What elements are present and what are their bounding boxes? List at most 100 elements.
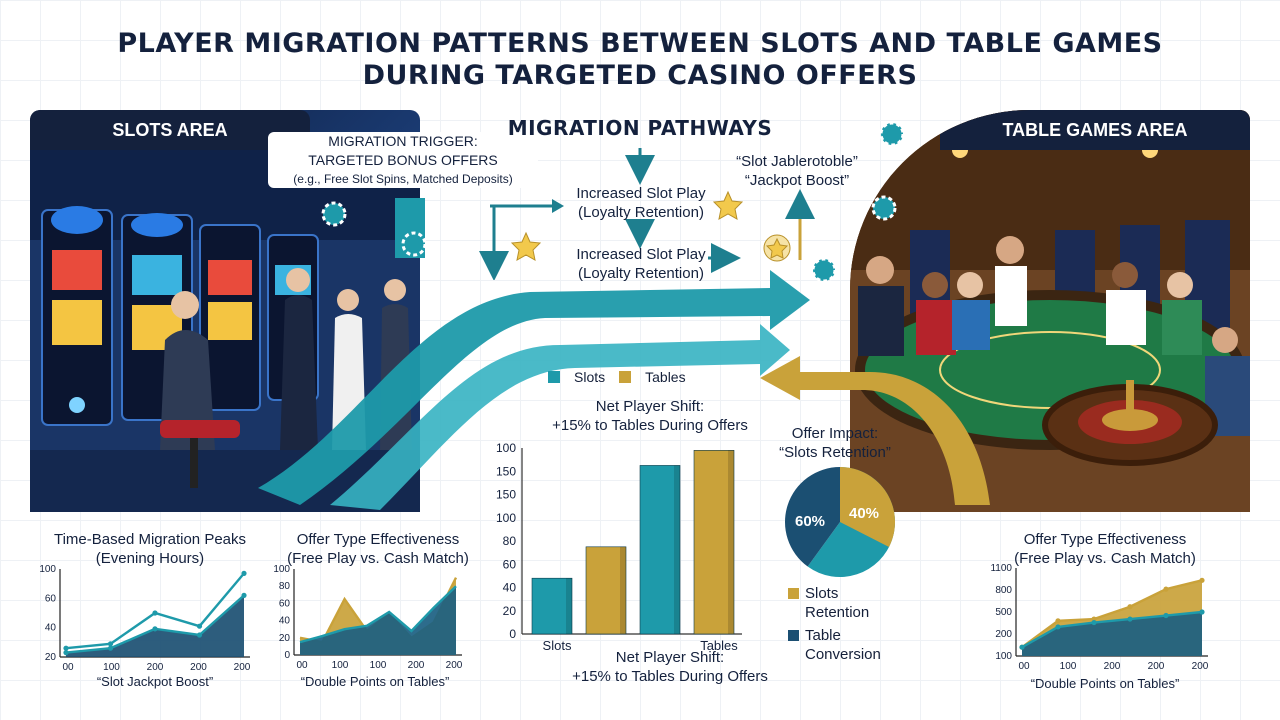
- pathway-promo: “Slot Jablerotoble” “Jackpot Boost”: [722, 152, 872, 190]
- pie-legend-tables-line-1: Table: [805, 627, 841, 644]
- y-tick: 800: [995, 585, 1012, 596]
- chart-time-title-line-2: (Evening Hours): [95, 550, 205, 567]
- pathway-step-2-line-2: (Loyalty Retention): [578, 265, 704, 282]
- point-1-3: [196, 632, 203, 638]
- bar-chart-footer-line-2: +15% to Tables During Offers: [572, 668, 768, 685]
- point-0-3: [1127, 604, 1133, 610]
- chip-icon: [321, 121, 905, 283]
- pathway-step-2: Increased Slot Play (Loyalty Retention): [556, 245, 726, 283]
- bar-chart-footer: Net Player Shift: +15% to Tables During …: [545, 648, 795, 686]
- point-0-2: [152, 610, 158, 616]
- slot-player: [160, 291, 240, 488]
- x-tick: 200: [1148, 661, 1165, 672]
- x-tick: 00: [296, 660, 308, 670]
- chart-offer-right-footer: “Double Points on Tables”: [1030, 676, 1180, 691]
- area-series-1: [1022, 612, 1202, 656]
- legend-label-slots: Slots: [574, 369, 606, 385]
- pie-legend-slots-line-2: Retention: [805, 604, 870, 621]
- y-tick: 1100: [990, 563, 1012, 574]
- pie-slice-1: [785, 467, 840, 567]
- pathways-heading: MIGRATION PATHWAYS: [507, 116, 773, 140]
- pie-legend-tables-line-2: Conversion: [805, 646, 881, 663]
- bar-shade-1: [620, 546, 626, 634]
- x-tick: 200: [1192, 661, 1209, 672]
- chart-offer-right-title-line-2: (Free Play vs. Cash Match): [1014, 550, 1196, 567]
- x-tick: 200: [234, 662, 251, 670]
- bar-y-tick: 60: [503, 557, 517, 571]
- y-tick: 200: [995, 629, 1012, 640]
- x-tick: 100: [103, 662, 120, 670]
- bar-y-tick: 0: [509, 627, 516, 641]
- bar-3: [693, 450, 735, 635]
- y-tick: 20: [45, 652, 57, 663]
- pie-legend-slots-line-1: Slots: [805, 585, 839, 602]
- bar-y-tick: 100: [496, 511, 516, 525]
- bar-y-tick: 150: [496, 488, 516, 502]
- y-tick: 100: [39, 565, 56, 575]
- dealers-and-players: [858, 236, 1250, 436]
- chart-offer-right-title: Offer Type Effectiveness (Free Play vs. …: [990, 530, 1220, 568]
- y-tick: 100: [995, 651, 1012, 662]
- y-tick: 0: [284, 650, 290, 661]
- point-0-1: [107, 641, 114, 647]
- point-1-2: [1091, 619, 1097, 626]
- y-tick: 80: [279, 581, 291, 592]
- chart-time-title: Time-Based Migration Peaks (Evening Hour…: [30, 530, 270, 568]
- pie-chart: 60% 40%: [785, 467, 895, 577]
- pathway-step-1-line-2: (Loyalty Retention): [578, 204, 704, 221]
- point-0-3: [196, 623, 203, 629]
- bar-shade-0: [566, 578, 572, 634]
- pie-chart-title-line-2: “Slots Retention”: [779, 444, 891, 461]
- x-tick: 200: [446, 660, 463, 670]
- point-0-4: [1163, 586, 1169, 592]
- trigger-box: MIGRATION TRIGGER: TARGETED BONUS OFFERS…: [268, 132, 538, 188]
- y-tick: 20: [279, 633, 291, 644]
- y-tick: 500: [995, 607, 1012, 618]
- star-icon: [510, 190, 791, 262]
- trigger-line-2: TARGETED BONUS OFFERS: [308, 152, 498, 168]
- pie-label-1: 40%: [849, 505, 879, 522]
- point-1-0: [63, 650, 69, 656]
- table-scene: TABLE GAMES AREA: [850, 110, 1250, 512]
- point-1-1: [1055, 624, 1061, 630]
- x-tick: 200: [190, 662, 207, 670]
- chart-offer-left-title: Offer Type Effectiveness (Free Play vs. …: [268, 530, 488, 568]
- slot-machine-3: [199, 224, 261, 411]
- title-line-2: DURING TARGETED CASINO OFFERS: [362, 60, 918, 91]
- y-tick: 100: [273, 565, 290, 575]
- bar-chart-title-line-2: +15% to Tables During Offers: [552, 417, 748, 434]
- pie-chart-title: Offer Impact: “Slots Retention”: [760, 424, 910, 462]
- point-1-4: [1163, 612, 1169, 619]
- x-tick: 200: [147, 662, 164, 670]
- pie-label-0: 60%: [795, 513, 825, 530]
- point-1-1: [107, 645, 114, 651]
- page-title: PLAYER MIGRATION PATTERNS BETWEEN SLOTS …: [0, 28, 1280, 92]
- pathway-step-2-line-1: Increased Slot Play: [576, 246, 706, 263]
- y-tick: 40: [45, 623, 57, 634]
- slots-to-tables-arrow-1: [258, 270, 810, 505]
- chart-time-footer: “Slot Jackpot Boost”: [96, 674, 214, 689]
- pie-slice-gold: [840, 467, 895, 547]
- pie-legend: Slots Retention Table Conversion: [788, 584, 908, 664]
- line-series-1: [299, 585, 457, 644]
- slot-machine-1: [41, 206, 113, 426]
- y-tick: 40: [279, 616, 291, 627]
- bar-shade-3: [728, 450, 734, 634]
- x-tick: 100: [1060, 661, 1077, 672]
- legend-swatch-slots: [548, 371, 560, 383]
- bar-chart-title: Net Player Shift: +15% to Tables During …: [520, 397, 780, 435]
- chart-offer-left-title-line-1: Offer Type Effectiveness: [296, 531, 460, 548]
- slots-area-label: SLOTS AREA: [30, 110, 310, 150]
- chart-offer-left-title-line-2: (Free Play vs. Cash Match): [287, 550, 469, 567]
- roulette-wheel: [1042, 380, 1218, 466]
- chart-offer-right-title-line-1: Offer Type Effectiveness: [1023, 531, 1187, 548]
- y-tick: 60: [279, 598, 291, 609]
- pathway-promo-line-2: “Jackpot Boost”: [744, 172, 850, 189]
- point-1-4: [241, 592, 247, 598]
- bar-y-tick: 80: [503, 534, 517, 548]
